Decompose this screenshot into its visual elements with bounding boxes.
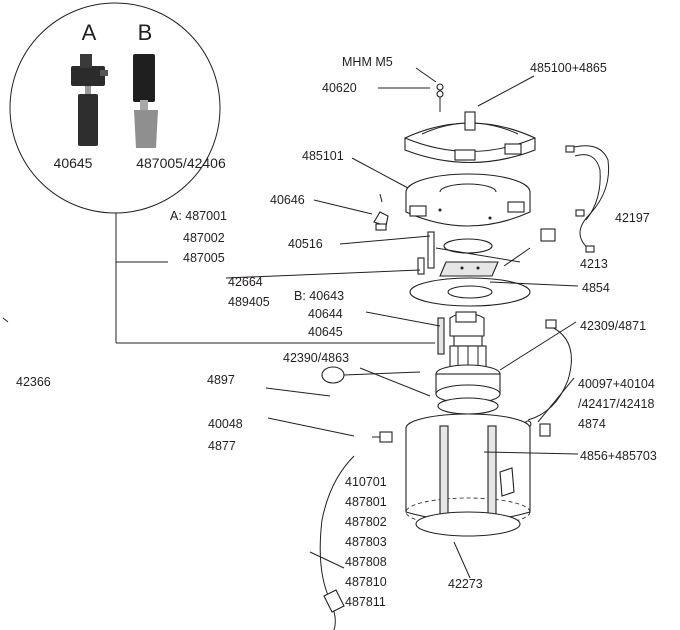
label-4854: 4854	[582, 281, 610, 295]
label-brush-a-1: A: 487001	[170, 209, 227, 223]
inset-code-a: 40645	[54, 155, 93, 171]
label-485101: 485101	[302, 149, 344, 163]
motor-assembly	[435, 311, 572, 421]
label-42197: 42197	[615, 211, 650, 225]
plate-4854	[409, 277, 531, 307]
label-cable-1: 410701	[345, 475, 387, 489]
inset-letter-b: B	[138, 20, 153, 45]
label-40646: 40646	[270, 193, 305, 207]
brush-inset: A B 40645 487005/42406	[9, 2, 435, 344]
label-42273: 42273	[448, 577, 483, 591]
label-40620: 40620	[322, 81, 357, 95]
label-4856: 4856+485703	[580, 449, 657, 463]
label-cable-7: 487811	[345, 595, 386, 609]
label-cable-6: 487810	[345, 575, 387, 589]
label-cable-4: 487803	[345, 535, 387, 549]
label-4897: 4897	[207, 373, 235, 387]
label-4213: 4213	[580, 257, 608, 271]
label-485100: 485100+4865	[530, 61, 607, 75]
part-labels: MHM M5 40620 485100+4865 485101 40646 42…	[16, 55, 657, 609]
label-42309: 42309/4871	[580, 319, 646, 333]
label-42366: 42366	[16, 375, 51, 389]
label-brush-b-1: B: 40643	[294, 289, 344, 303]
carbon-brush-a	[71, 54, 108, 146]
label-40516: 40516	[288, 237, 323, 251]
gasket-and-bracket	[417, 231, 499, 277]
switch-part	[373, 193, 389, 231]
carbon-brush-b	[133, 54, 158, 148]
leader-lines	[2, 67, 579, 579]
label-42390: 42390/4863	[283, 351, 349, 365]
label-cable-5: 487808	[345, 555, 387, 569]
top-cover	[404, 83, 536, 164]
label-40097: 40097+40104	[578, 377, 655, 391]
label-brush-b-3: 40645	[308, 325, 343, 339]
label-4877: 4877	[208, 439, 236, 453]
label-brush-a-2: 487002	[183, 231, 225, 245]
label-cable-2: 487801	[345, 495, 387, 509]
inset-circle	[9, 2, 221, 214]
label-40048: 40048	[208, 417, 243, 431]
motor-cover	[405, 173, 531, 227]
tank-body	[372, 413, 531, 527]
mains-cable	[319, 366, 421, 630]
base-plate	[415, 511, 521, 537]
label-489405: 489405	[228, 295, 270, 309]
label-brush-a-3: 487005	[183, 251, 225, 265]
inset-code-b: 487005/42406	[136, 155, 226, 171]
label-42664: 42664	[228, 275, 263, 289]
label-brush-b-2: 40644	[308, 307, 343, 321]
label-42417: /42417/42418	[578, 397, 655, 411]
inset-letter-a: A	[82, 20, 97, 45]
cable-harness	[540, 145, 610, 253]
label-mhm-m5: MHM M5	[342, 55, 393, 69]
label-cable-3: 487802	[345, 515, 387, 529]
label-4874: 4874	[578, 417, 606, 431]
